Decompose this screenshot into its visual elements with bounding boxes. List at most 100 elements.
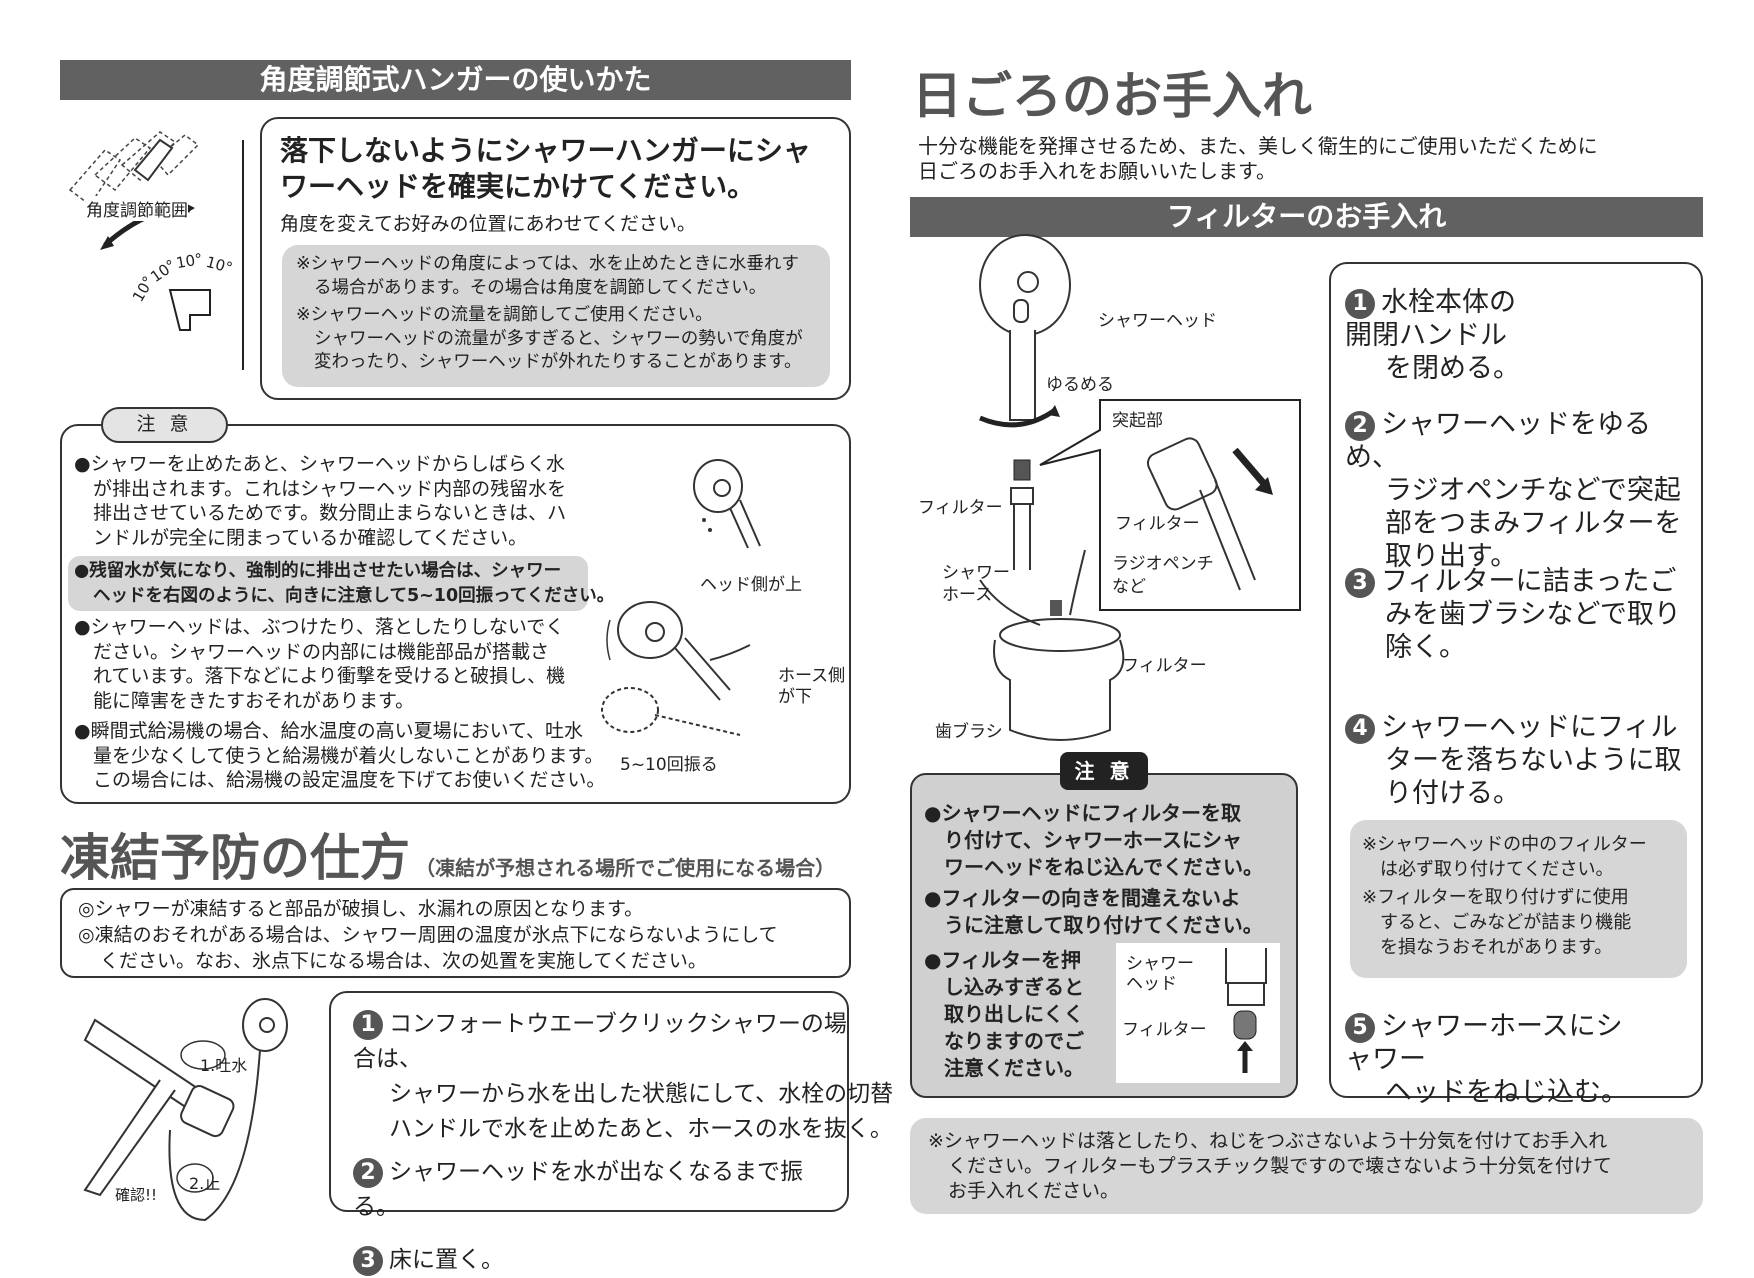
filter-step-line: ラジオペンチなどで突起 bbox=[1385, 475, 1681, 506]
shaking-shower-head-illustration bbox=[601, 601, 751, 736]
caution-line: ●瞬間式給湯機の場合、給水温度の高い夏場において、吐水 bbox=[74, 720, 584, 742]
filter-step-line: り付ける。 bbox=[1385, 778, 1520, 809]
head-part-label: シャワー bbox=[1126, 954, 1194, 974]
loosen-label: ゆるめる bbox=[1046, 375, 1114, 395]
filter-caution-list: ●シャワーヘッドにフィルターを取 り付けて、シャワーホースにシャ ワーヘッドをね… bbox=[924, 800, 1263, 1082]
filter-step-line: シャワーホースにシャワー bbox=[1345, 1011, 1623, 1075]
hanger-note-line: ※シャワーヘッドの角度によっては、水を止めたときに水垂れす bbox=[296, 254, 799, 274]
shower-head-label: シャワーヘッド bbox=[1098, 311, 1217, 331]
filter-caution-line: 取り出しにくく bbox=[944, 1002, 1084, 1026]
caution-tab: 注 意 bbox=[101, 407, 228, 443]
freeze-title-text: 凍結予防の仕方 bbox=[60, 829, 410, 887]
freeze-info-line: ください。なお、氷点下になる場合は、次の処置を実施してください。 bbox=[100, 950, 707, 972]
filter-caution-line: ●フィルターの向きを間違えないよ bbox=[924, 886, 1241, 910]
protrusion-label: 突起部 bbox=[1112, 411, 1163, 431]
caution-line: 量を少なくして使うと給湯機が着火しないことがあります。 bbox=[93, 744, 604, 767]
filter-caution-line: うに注意して取り付けてください。 bbox=[944, 913, 1263, 937]
head-part-label: ヘッド bbox=[1126, 974, 1177, 994]
freeze-info-box: ◎シャワーが凍結すると部品が破損し、水漏れの原因となります。 ◎凍結のおそれがあ… bbox=[60, 888, 851, 978]
caution-line: が排出されます。これはシャワーヘッド内部の残留水を bbox=[93, 477, 567, 500]
filter-notes: ※シャワーヘッドの中のフィルター は必ず取り付けてください。 ※フィルターを取り… bbox=[1350, 820, 1687, 978]
filter-step-line: みを歯ブラシなどで取り bbox=[1385, 599, 1681, 630]
filter-caution-line: ●フィルターを押 bbox=[924, 948, 1082, 972]
filter-caution-line: り付けて、シャワーホースにシャ bbox=[944, 828, 1242, 852]
care-intro-line: 日ごろのお手入れをお願いいたします。 bbox=[918, 159, 1276, 183]
hose-label: シャワー bbox=[942, 563, 1010, 583]
freeze-subtitle: （凍結が予想される場所でご使用になる場合） bbox=[415, 856, 836, 880]
filter-step-line: 水栓本体の開閉ハンドル bbox=[1345, 287, 1516, 351]
care-title: 日ごろのお手入れ bbox=[912, 67, 1312, 125]
hanger-notes: ※シャワーヘッドの角度によっては、水を止めたときに水垂れす る場合があります。そ… bbox=[282, 245, 830, 387]
filter-removal-illustration bbox=[979, 234, 1301, 741]
bottom-note-line: お手入れください。 bbox=[948, 1180, 1120, 1202]
step-number-icon: 1 bbox=[1345, 288, 1375, 319]
caution-item: ●瞬間式給湯機の場合、給水温度の高い夏場において、吐水 量を少なくして使うと給湯… bbox=[74, 719, 605, 793]
filter-step-line: 除く。 bbox=[1385, 632, 1466, 663]
filter-orientation-illustration bbox=[1225, 948, 1267, 1073]
filter-step-line: 取り出す。 bbox=[1385, 541, 1518, 572]
care-intro-line: 十分な機能を発揮させるため、また、美しく衛生的にご使用いただくために bbox=[918, 134, 1598, 158]
caution-line: 排出させているためです。数分間止まらないときは、ハ bbox=[93, 502, 567, 524]
filter-note-line: ※フィルターを取り付けずに使用 bbox=[1362, 887, 1629, 908]
hose-down-label: が下 bbox=[778, 687, 812, 707]
filter-note-line: ※シャワーヘッドの中のフィルター bbox=[1362, 834, 1647, 855]
pliers-label: ラジオペンチ bbox=[1112, 554, 1214, 574]
faucet-illustration bbox=[83, 998, 288, 1222]
step-number-icon: 1 bbox=[353, 1009, 383, 1040]
filter-label: フィルター bbox=[918, 498, 1003, 518]
dripping-shower-head-illustration bbox=[693, 459, 761, 549]
caution-line: この場合には、給湯機の設定温度を下げてお使いください。 bbox=[93, 769, 606, 791]
caution-item: ●シャワーヘッドは、ぶつけたり、落としたりしないでく ださい。シャワーヘッドの内… bbox=[74, 615, 605, 713]
hanger-instruction-box: 落下しないようにシャワーハンガーにシャ ワーヘッドを確実にかけてください。 角度… bbox=[260, 117, 851, 400]
filter-caution-line: なりますのでご bbox=[944, 1029, 1084, 1053]
step-number-icon: 2 bbox=[353, 1157, 383, 1188]
toothbrush-label: 歯ブラシ bbox=[935, 722, 1003, 742]
caution-line: 能に障害をきたすおそれがあります。 bbox=[93, 689, 415, 712]
freeze-step-line: シャワーヘッドを水が出なくなるまで振る。 bbox=[353, 1159, 803, 1220]
hanger-note-line: る場合があります。その場合は角度を調節してください。 bbox=[314, 277, 767, 298]
hose-down-label: ホース側 bbox=[778, 666, 846, 686]
hanger-section-header: 角度調節式ハンガーの使いかた bbox=[60, 60, 851, 100]
filter-orientation-figure: シャワー ヘッド フィルター bbox=[1116, 943, 1280, 1083]
caution-line: ●シャワーヘッドは、ぶつけたり、落としたりしないでく bbox=[74, 616, 565, 638]
filter-step-line: フィルターに詰まったご bbox=[1381, 566, 1677, 597]
filter-step-line: シャワーヘッドにフィル bbox=[1381, 712, 1678, 743]
caution-line: ンドルが完全に閉まっているか確認してください。 bbox=[93, 526, 528, 549]
caution-line: ●残留水が気になり、強制的に排出させたい場合は、シャワー bbox=[74, 561, 562, 581]
caution-line: ●シャワーを止めたあと、シャワーヘッドからしばらく水 bbox=[74, 453, 565, 475]
hose-label: ホース bbox=[942, 585, 993, 605]
freeze-step-line: 床に置く。 bbox=[389, 1247, 504, 1273]
step-number-icon: 3 bbox=[353, 1245, 383, 1276]
bottom-note-line: ください。フィルターもプラスチック製ですので壊さないよう十分気を付けて bbox=[948, 1155, 1612, 1177]
freeze-step-line: シャワーから水を出した状態にして、水栓の切替 bbox=[389, 1081, 894, 1107]
filter-note-line: すると、ごみなどが詰まり機能 bbox=[1380, 912, 1632, 933]
caution-line: ヘッドを右図のように、向きに注意して5~10回振ってください。 bbox=[93, 585, 615, 606]
caution-item: ●シャワーを止めたあと、シャワーヘッドからしばらく水 が排出されます。これはシャ… bbox=[74, 452, 605, 550]
filter-caution-line: ●シャワーヘッドにフィルターを取 bbox=[924, 801, 1242, 825]
care-intro: 十分な機能を発揮させるため、また、美しく衛生的にご使用いただくために 日ごろのお… bbox=[918, 134, 1598, 184]
filter-step-line: ヘッドをねじ込む。 bbox=[1385, 1077, 1628, 1108]
shower-angle-illustration bbox=[68, 131, 244, 370]
bottom-note: ※シャワーヘッドは落としたり、ねじをつぶさないよう十分気を付けてお手入れ くださ… bbox=[910, 1118, 1703, 1214]
caution-line: れています。落下などにより衝撃を受けると破損し、機 bbox=[93, 665, 566, 687]
freeze-step-line: コンフォートウエーブクリックシャワーの場合は、 bbox=[353, 1011, 847, 1072]
filter-caution-tab: 注 意 bbox=[1060, 752, 1148, 790]
filter-part-label: フィルター bbox=[1122, 1020, 1207, 1040]
hanger-note-line: シャワーヘッドの流量が多すぎると、シャワーの勢いで角度が bbox=[314, 328, 803, 349]
filter-note-line: は必ず取り付けてください。 bbox=[1380, 859, 1614, 880]
step-number-icon: 4 bbox=[1345, 713, 1375, 744]
freeze-step-line: ハンドルで水を止めたあと、ホースの水を抜く。 bbox=[389, 1116, 893, 1142]
head-up-label: ヘッド側が上 bbox=[700, 575, 802, 595]
filter-step-line: シャワーヘッドをゆるめ、 bbox=[1345, 409, 1651, 473]
freeze-info-line: ◎シャワーが凍結すると部品が破損し、水漏れの原因となります。 bbox=[78, 898, 644, 920]
hanger-title: 落下しないようにシャワーハンガーにシャ ワーヘッドを確実にかけてください。 bbox=[280, 133, 811, 205]
hanger-note-line: 変わったり、シャワーヘッドが外れたりすることがあります。 bbox=[314, 352, 802, 372]
freeze-title: 凍結予防の仕方 （凍結が予想される場所でご使用になる場合） bbox=[60, 818, 835, 890]
caution-list: ●シャワーを止めたあと、シャワーヘッドからしばらく水 が排出されます。これはシャ… bbox=[68, 452, 615, 793]
